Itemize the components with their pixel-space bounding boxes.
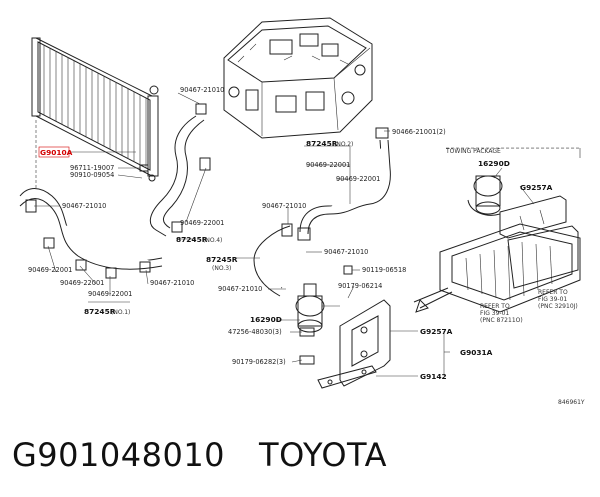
label-87245r-no4: 87245R [176,235,208,244]
label-refer2-line1: REFER TO [538,289,568,296]
label-16290d-towing: 16290D [478,159,510,168]
label-96711-19007: 96711-19007 [70,164,114,172]
label-towing-package: TOWING PACKAGE [445,148,501,155]
radiator-assembly [31,37,159,182]
cooler-assembly [439,223,581,313]
towing-bracket-g9257a [499,195,567,239]
label-no1: (NO.1) [111,309,130,316]
label-g9257a-center: G9257A [420,327,453,336]
caption-brand: TOYOTA [259,436,387,474]
highlight-box [38,146,70,158]
label-90469-22001-a: 90469-22001 [28,266,72,274]
label-90467-21010-top: 90467-21010 [180,86,224,94]
label-g9142: G9142 [420,372,447,381]
bracket-g9257a [339,299,391,387]
label-47256-48030: 47256-48030(3) [228,328,282,336]
label-g9257a-towing: G9257A [520,183,553,192]
label-refer2-line2: FIG 39-01 [538,296,567,303]
label-90469-22001-c: 90469-22001 [88,290,132,298]
label-87245r-no2: 87245R [306,139,338,148]
caption-part-number: G901048010 [12,436,226,474]
hose-87245r-no2 [297,127,391,241]
label-g9031a: G9031A [460,348,493,357]
label-90467-21010-c: 90467-21010 [324,248,368,256]
label-90467-21010-left: 90467-21010 [62,202,106,210]
bracket-g9142 [317,365,377,389]
label-no4: (NO.4) [203,237,222,244]
label-87245r-no3: 87245R [206,255,238,264]
towing-pump-16290d [467,175,503,216]
caption: G901048010 TOYOTA [12,436,387,474]
label-refer1-line3: (PNC 87211O) [480,317,523,324]
label-90910-09054: 90910-09054 [70,171,114,179]
label-90467-21010-r: 90467-21010 [262,202,306,210]
label-90179-06214: 90179-06214 [338,282,382,290]
figure-number: 846961Y [558,399,585,406]
label-90179-06282: 90179-06282(3) [232,358,286,366]
label-90469-22001-mid: 90469-22001 [180,219,224,227]
label-90467-21010-c2: 90467-21010 [218,285,262,293]
label-90469-22001-r2: 90469-22001 [336,175,380,183]
inverter-assembly [223,17,373,139]
label-no2: (NO.2) [334,141,353,148]
label-g9010a-highlighted: G9010A [40,148,73,157]
hose-87245r-no4 [149,103,211,237]
parts-diagram: 90467-21010 G9010A 96711-19007 90910-090… [19,17,585,406]
label-87245r-no1: 87245R [84,307,116,316]
water-pump-16290d [295,283,340,333]
label-90467-21010-lower: 90467-21010 [150,279,194,287]
label-90469-22001-b: 90469-22001 [60,279,104,287]
label-16290d-center: 16290D [250,315,282,324]
leader-lines [34,92,535,377]
label-no3: (NO.3) [212,265,231,272]
label-refer1-line1: REFER TO [480,303,510,310]
hose-87245r-no1 [19,188,163,279]
label-90466-21001: 90466-21001(2) [392,128,446,136]
hose-87245r-no3 [253,223,293,297]
label-90469-22001-r1: 90469-22001 [306,161,350,169]
label-refer2-line3: (PNC 32910J) [538,303,578,310]
label-90119-06518: 90119-06518 [362,266,406,274]
label-refer1-line2: FIG 39-01 [480,310,509,317]
